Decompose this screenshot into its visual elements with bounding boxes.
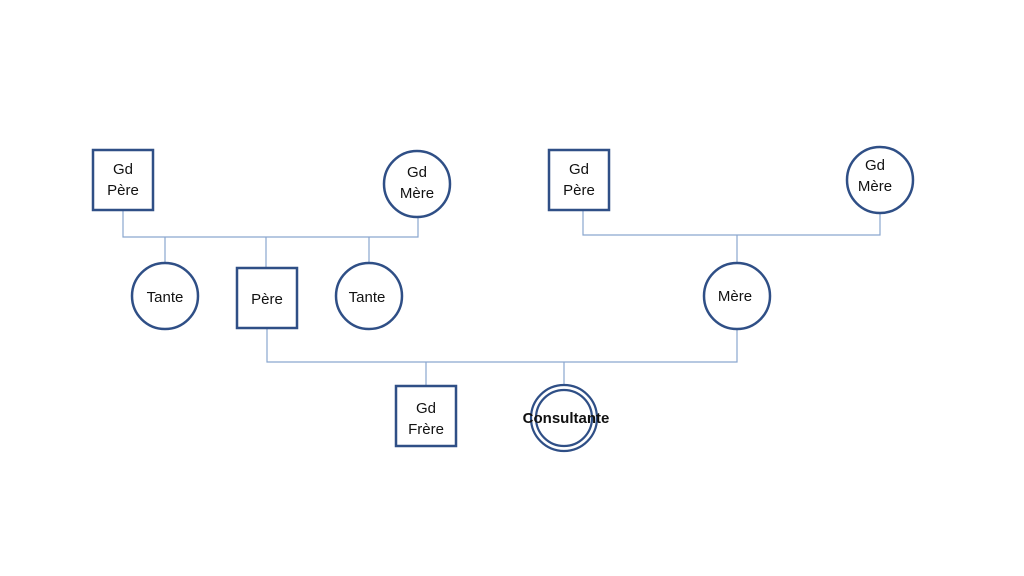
- node-label-line2: Mère: [858, 178, 892, 195]
- node-label-line2: Frère: [408, 421, 444, 438]
- aunt-node-1[interactable]: Tante: [130, 261, 200, 331]
- connector-lines: [122, 210, 881, 386]
- node-label: Père: [251, 291, 283, 308]
- node-label: Consultante: [523, 410, 610, 427]
- node-label-line2: Mère: [400, 185, 434, 202]
- female-circle-icon: [702, 261, 772, 331]
- male-square-icon: [91, 148, 155, 212]
- aunt-node-2[interactable]: Tante: [334, 261, 404, 331]
- female-circle-icon: [334, 261, 404, 331]
- male-square-icon: [394, 384, 458, 448]
- node-label-line1: Gd: [569, 161, 589, 178]
- node-label: Tante: [349, 289, 386, 306]
- node-label-line1: Gd: [407, 164, 427, 181]
- female-circle-icon: [382, 149, 452, 219]
- paternal-grandmother-node[interactable]: Gd Mère: [382, 149, 452, 219]
- maternal-grandmother-node[interactable]: Gd Mère: [845, 145, 915, 215]
- mother-node[interactable]: Mère: [702, 261, 772, 331]
- node-label-line1: Gd: [865, 157, 885, 174]
- male-square-icon: [547, 148, 611, 212]
- node-label-line1: Gd: [416, 400, 436, 417]
- female-circle-icon: [130, 261, 200, 331]
- node-label: Tante: [147, 289, 184, 306]
- paternal-couple-line: [122, 210, 419, 238]
- paternal-children-bar: [164, 237, 370, 268]
- female-circle-icon: [845, 145, 915, 215]
- consultante-node[interactable]: Consultante: [523, 383, 610, 453]
- paternal-grandfather-node[interactable]: Gd Père: [91, 148, 155, 212]
- proband-outer-circle-icon: [529, 383, 599, 453]
- parents-couple-line: [266, 328, 738, 363]
- node-label-line2: Père: [563, 182, 595, 199]
- brother-node[interactable]: Gd Frère: [394, 384, 458, 448]
- male-square-icon: [235, 266, 299, 330]
- maternal-couple-line: [582, 210, 881, 236]
- node-label-line2: Père: [107, 182, 139, 199]
- proband-inner-circle-icon: [534, 388, 594, 448]
- node-label-line1: Gd: [113, 161, 133, 178]
- maternal-grandfather-node[interactable]: Gd Père: [547, 148, 611, 212]
- children-drops: [425, 362, 565, 386]
- father-node[interactable]: Père: [235, 266, 299, 330]
- node-label: Mère: [718, 288, 752, 305]
